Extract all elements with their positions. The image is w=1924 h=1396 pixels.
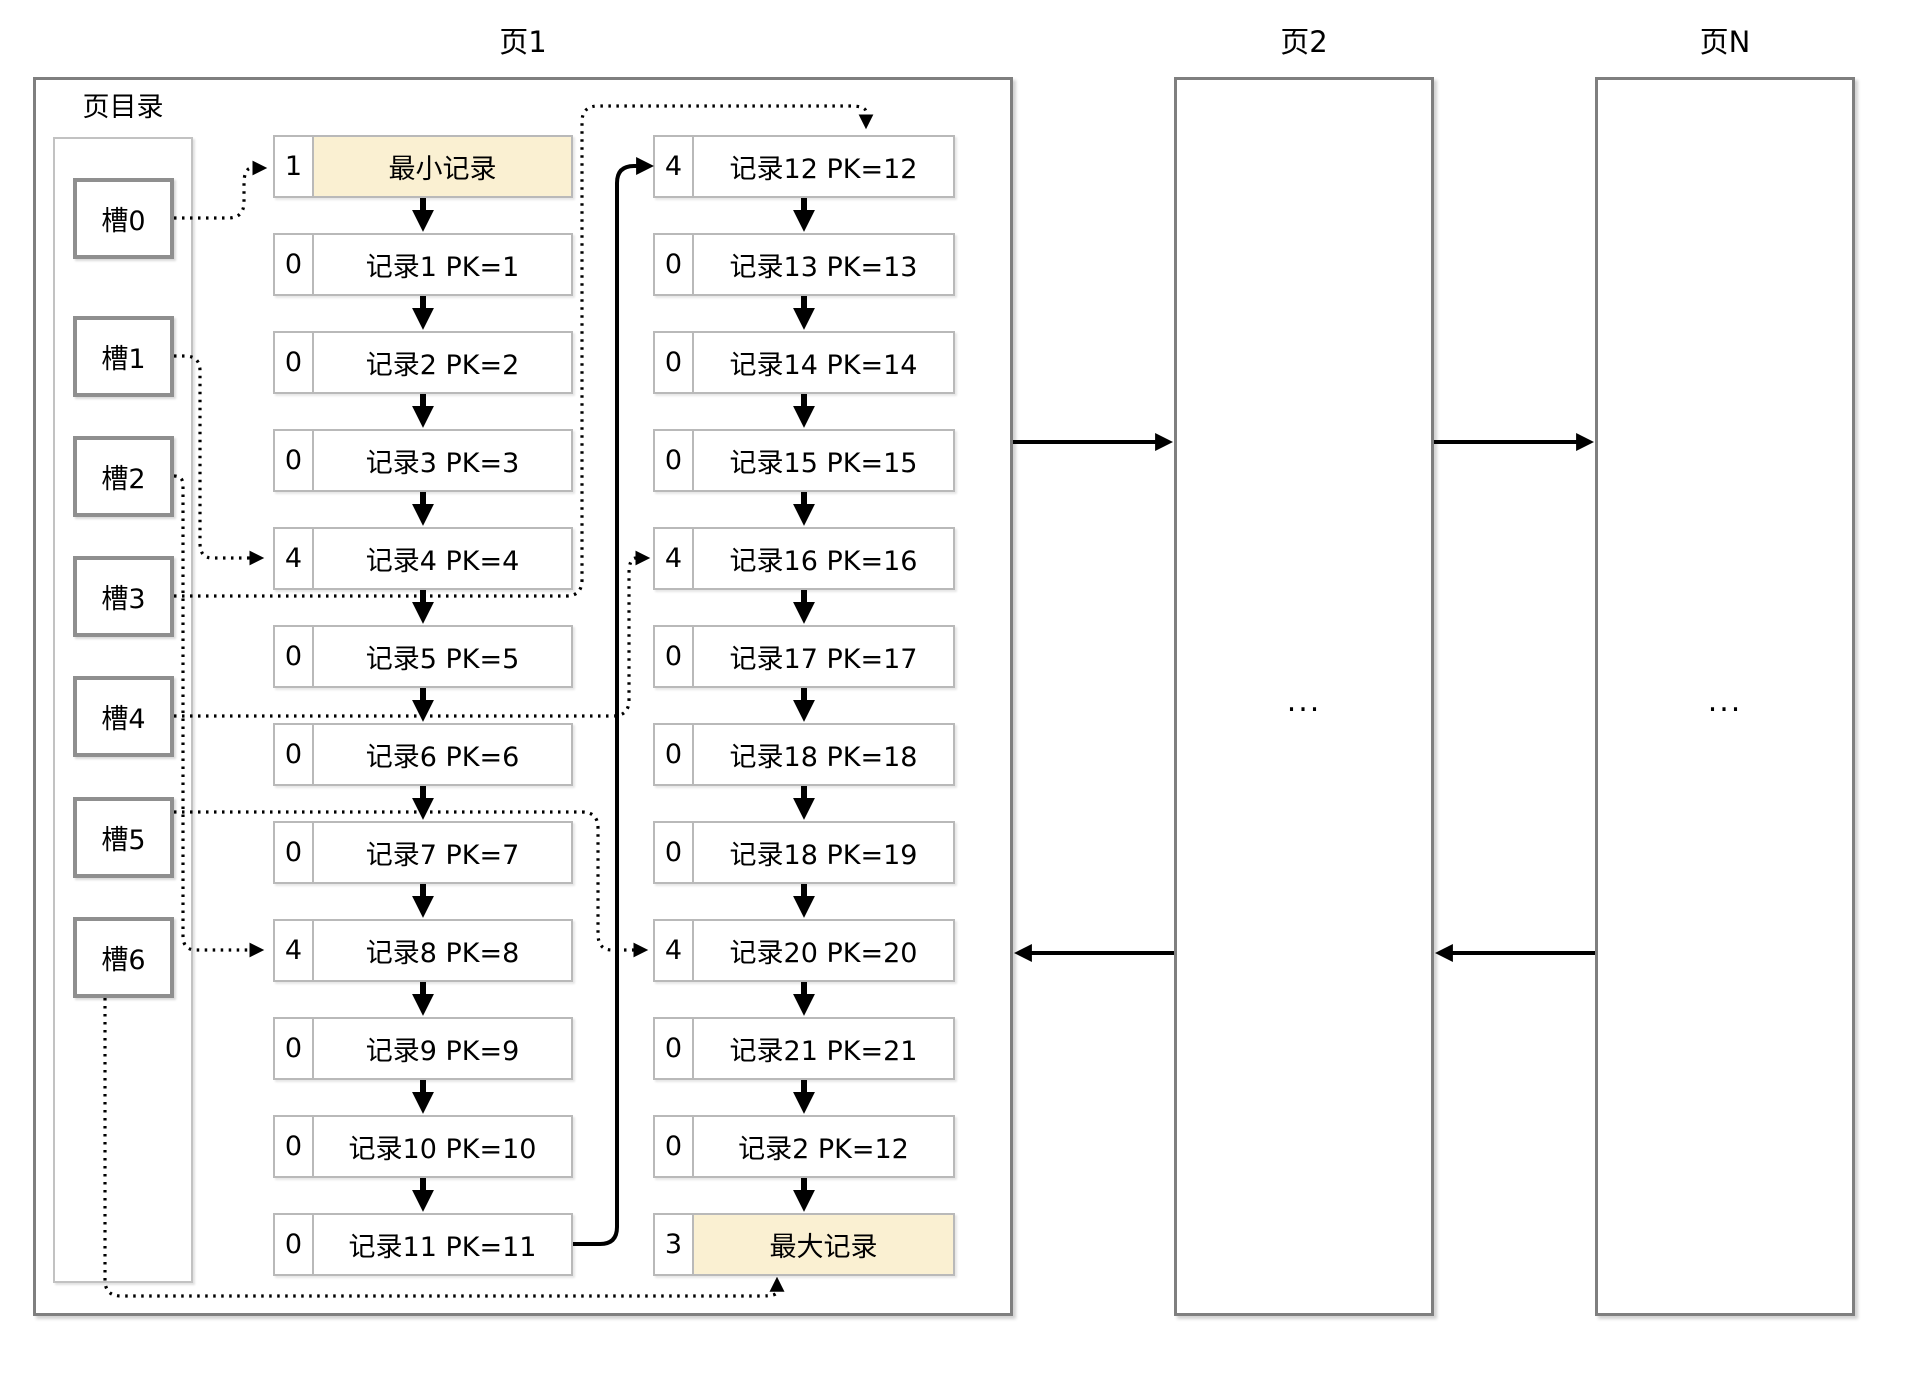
record-label: 记录12 PK=12 — [694, 137, 953, 196]
slot-2: 槽2 — [73, 436, 174, 517]
record-label: 记录14 PK=14 — [694, 333, 953, 392]
record-row: 0 记录15 PK=15 — [653, 429, 955, 492]
record-row: 0 记录18 PK=18 — [653, 723, 955, 786]
slot-6-label: 槽6 — [101, 945, 146, 976]
record-n-owned: 0 — [275, 823, 314, 882]
record-row: 4 记录16 PK=16 — [653, 527, 955, 590]
slot-0-label: 槽0 — [101, 206, 146, 237]
record-n-owned: 0 — [655, 1019, 694, 1078]
page1-title: 页1 — [499, 25, 547, 59]
record-label: 记录11 PK=11 — [314, 1215, 571, 1274]
record-label: 记录4 PK=4 — [314, 529, 571, 588]
record-label: 记录2 PK=12 — [694, 1117, 953, 1176]
slot-4: 槽4 — [73, 676, 174, 757]
record-row: 0 记录11 PK=11 — [273, 1213, 573, 1276]
record-label: 记录18 PK=19 — [694, 823, 953, 882]
record-row: 0 记录5 PK=5 — [273, 625, 573, 688]
record-column-right: 4 记录12 PK=12 0 记录13 PK=13 0 记录14 PK=14 0… — [653, 135, 955, 1311]
record-n-owned: 4 — [275, 529, 314, 588]
record-row: 4 记录12 PK=12 — [653, 135, 955, 198]
record-label: 记录21 PK=21 — [694, 1019, 953, 1078]
record-column-left: 1 最小记录 0 记录1 PK=1 0 记录2 PK=2 0 记录3 PK=3 … — [273, 135, 573, 1311]
page2-ellipsis: ... — [1286, 684, 1322, 719]
record-n-owned: 0 — [275, 725, 314, 784]
page2-title: 页2 — [1280, 25, 1328, 59]
record-row: 0 记录13 PK=13 — [653, 233, 955, 296]
record-row: 0 记录1 PK=1 — [273, 233, 573, 296]
record-n-owned: 0 — [275, 1019, 314, 1078]
slot-3: 槽3 — [73, 556, 174, 637]
slot-6: 槽6 — [73, 917, 174, 998]
slot-3-label: 槽3 — [101, 584, 146, 615]
record-label: 记录15 PK=15 — [694, 431, 953, 490]
slot-0: 槽0 — [73, 178, 174, 259]
slot-1: 槽1 — [73, 316, 174, 397]
record-label: 最小记录 — [314, 137, 571, 196]
record-label: 记录1 PK=1 — [314, 235, 571, 294]
record-n-owned: 0 — [655, 627, 694, 686]
record-row: 0 记录10 PK=10 — [273, 1115, 573, 1178]
record-row: 0 记录18 PK=19 — [653, 821, 955, 884]
pageN-title: 页N — [1699, 25, 1751, 59]
page-directory-label: 页目录 — [82, 92, 164, 123]
record-row: 0 记录6 PK=6 — [273, 723, 573, 786]
record-label: 记录20 PK=20 — [694, 921, 953, 980]
record-n-owned: 0 — [655, 333, 694, 392]
record-label: 记录17 PK=17 — [694, 627, 953, 686]
record-row: 4 记录20 PK=20 — [653, 919, 955, 982]
record-label: 记录13 PK=13 — [694, 235, 953, 294]
record-n-owned: 0 — [275, 431, 314, 490]
record-n-owned: 4 — [275, 921, 314, 980]
slot-5-label: 槽5 — [101, 825, 146, 856]
record-label: 最大记录 — [694, 1215, 953, 1274]
record-n-owned: 1 — [275, 137, 314, 196]
record-label: 记录6 PK=6 — [314, 725, 571, 784]
record-label: 记录9 PK=9 — [314, 1019, 571, 1078]
record-n-owned: 0 — [275, 333, 314, 392]
slot-2-label: 槽2 — [101, 464, 146, 495]
record-row: 0 记录9 PK=9 — [273, 1017, 573, 1080]
page2-box — [1174, 77, 1434, 1316]
record-row: 0 记录3 PK=3 — [273, 429, 573, 492]
record-row: 4 记录4 PK=4 — [273, 527, 573, 590]
record-row: 0 记录21 PK=21 — [653, 1017, 955, 1080]
pageN-ellipsis: ... — [1707, 684, 1743, 719]
slot-5: 槽5 — [73, 797, 174, 878]
record-n-owned: 4 — [655, 529, 694, 588]
record-n-owned: 0 — [275, 235, 314, 294]
record-n-owned: 0 — [275, 627, 314, 686]
record-n-owned: 0 — [655, 235, 694, 294]
record-row: 0 记录2 PK=12 — [653, 1115, 955, 1178]
record-label: 记录7 PK=7 — [314, 823, 571, 882]
record-n-owned: 0 — [655, 431, 694, 490]
record-label: 记录8 PK=8 — [314, 921, 571, 980]
record-row: 0 记录17 PK=17 — [653, 625, 955, 688]
pageN-box — [1595, 77, 1855, 1316]
record-n-owned: 4 — [655, 137, 694, 196]
record-n-owned: 0 — [655, 1117, 694, 1176]
record-max: 3 最大记录 — [653, 1213, 955, 1276]
record-label: 记录3 PK=3 — [314, 431, 571, 490]
record-label: 记录18 PK=18 — [694, 725, 953, 784]
record-row: 4 记录8 PK=8 — [273, 919, 573, 982]
record-row: 0 记录2 PK=2 — [273, 331, 573, 394]
record-label: 记录10 PK=10 — [314, 1117, 571, 1176]
record-label: 记录16 PK=16 — [694, 529, 953, 588]
record-label: 记录5 PK=5 — [314, 627, 571, 686]
record-min: 1 最小记录 — [273, 135, 573, 198]
record-n-owned: 3 — [655, 1215, 694, 1274]
slot-4-label: 槽4 — [101, 704, 146, 735]
record-n-owned: 0 — [655, 823, 694, 882]
record-row: 0 记录14 PK=14 — [653, 331, 955, 394]
record-n-owned: 0 — [275, 1215, 314, 1274]
record-n-owned: 4 — [655, 921, 694, 980]
record-label: 记录2 PK=2 — [314, 333, 571, 392]
slot-1-label: 槽1 — [101, 344, 146, 375]
record-n-owned: 0 — [275, 1117, 314, 1176]
record-row: 0 记录7 PK=7 — [273, 821, 573, 884]
record-n-owned: 0 — [655, 725, 694, 784]
